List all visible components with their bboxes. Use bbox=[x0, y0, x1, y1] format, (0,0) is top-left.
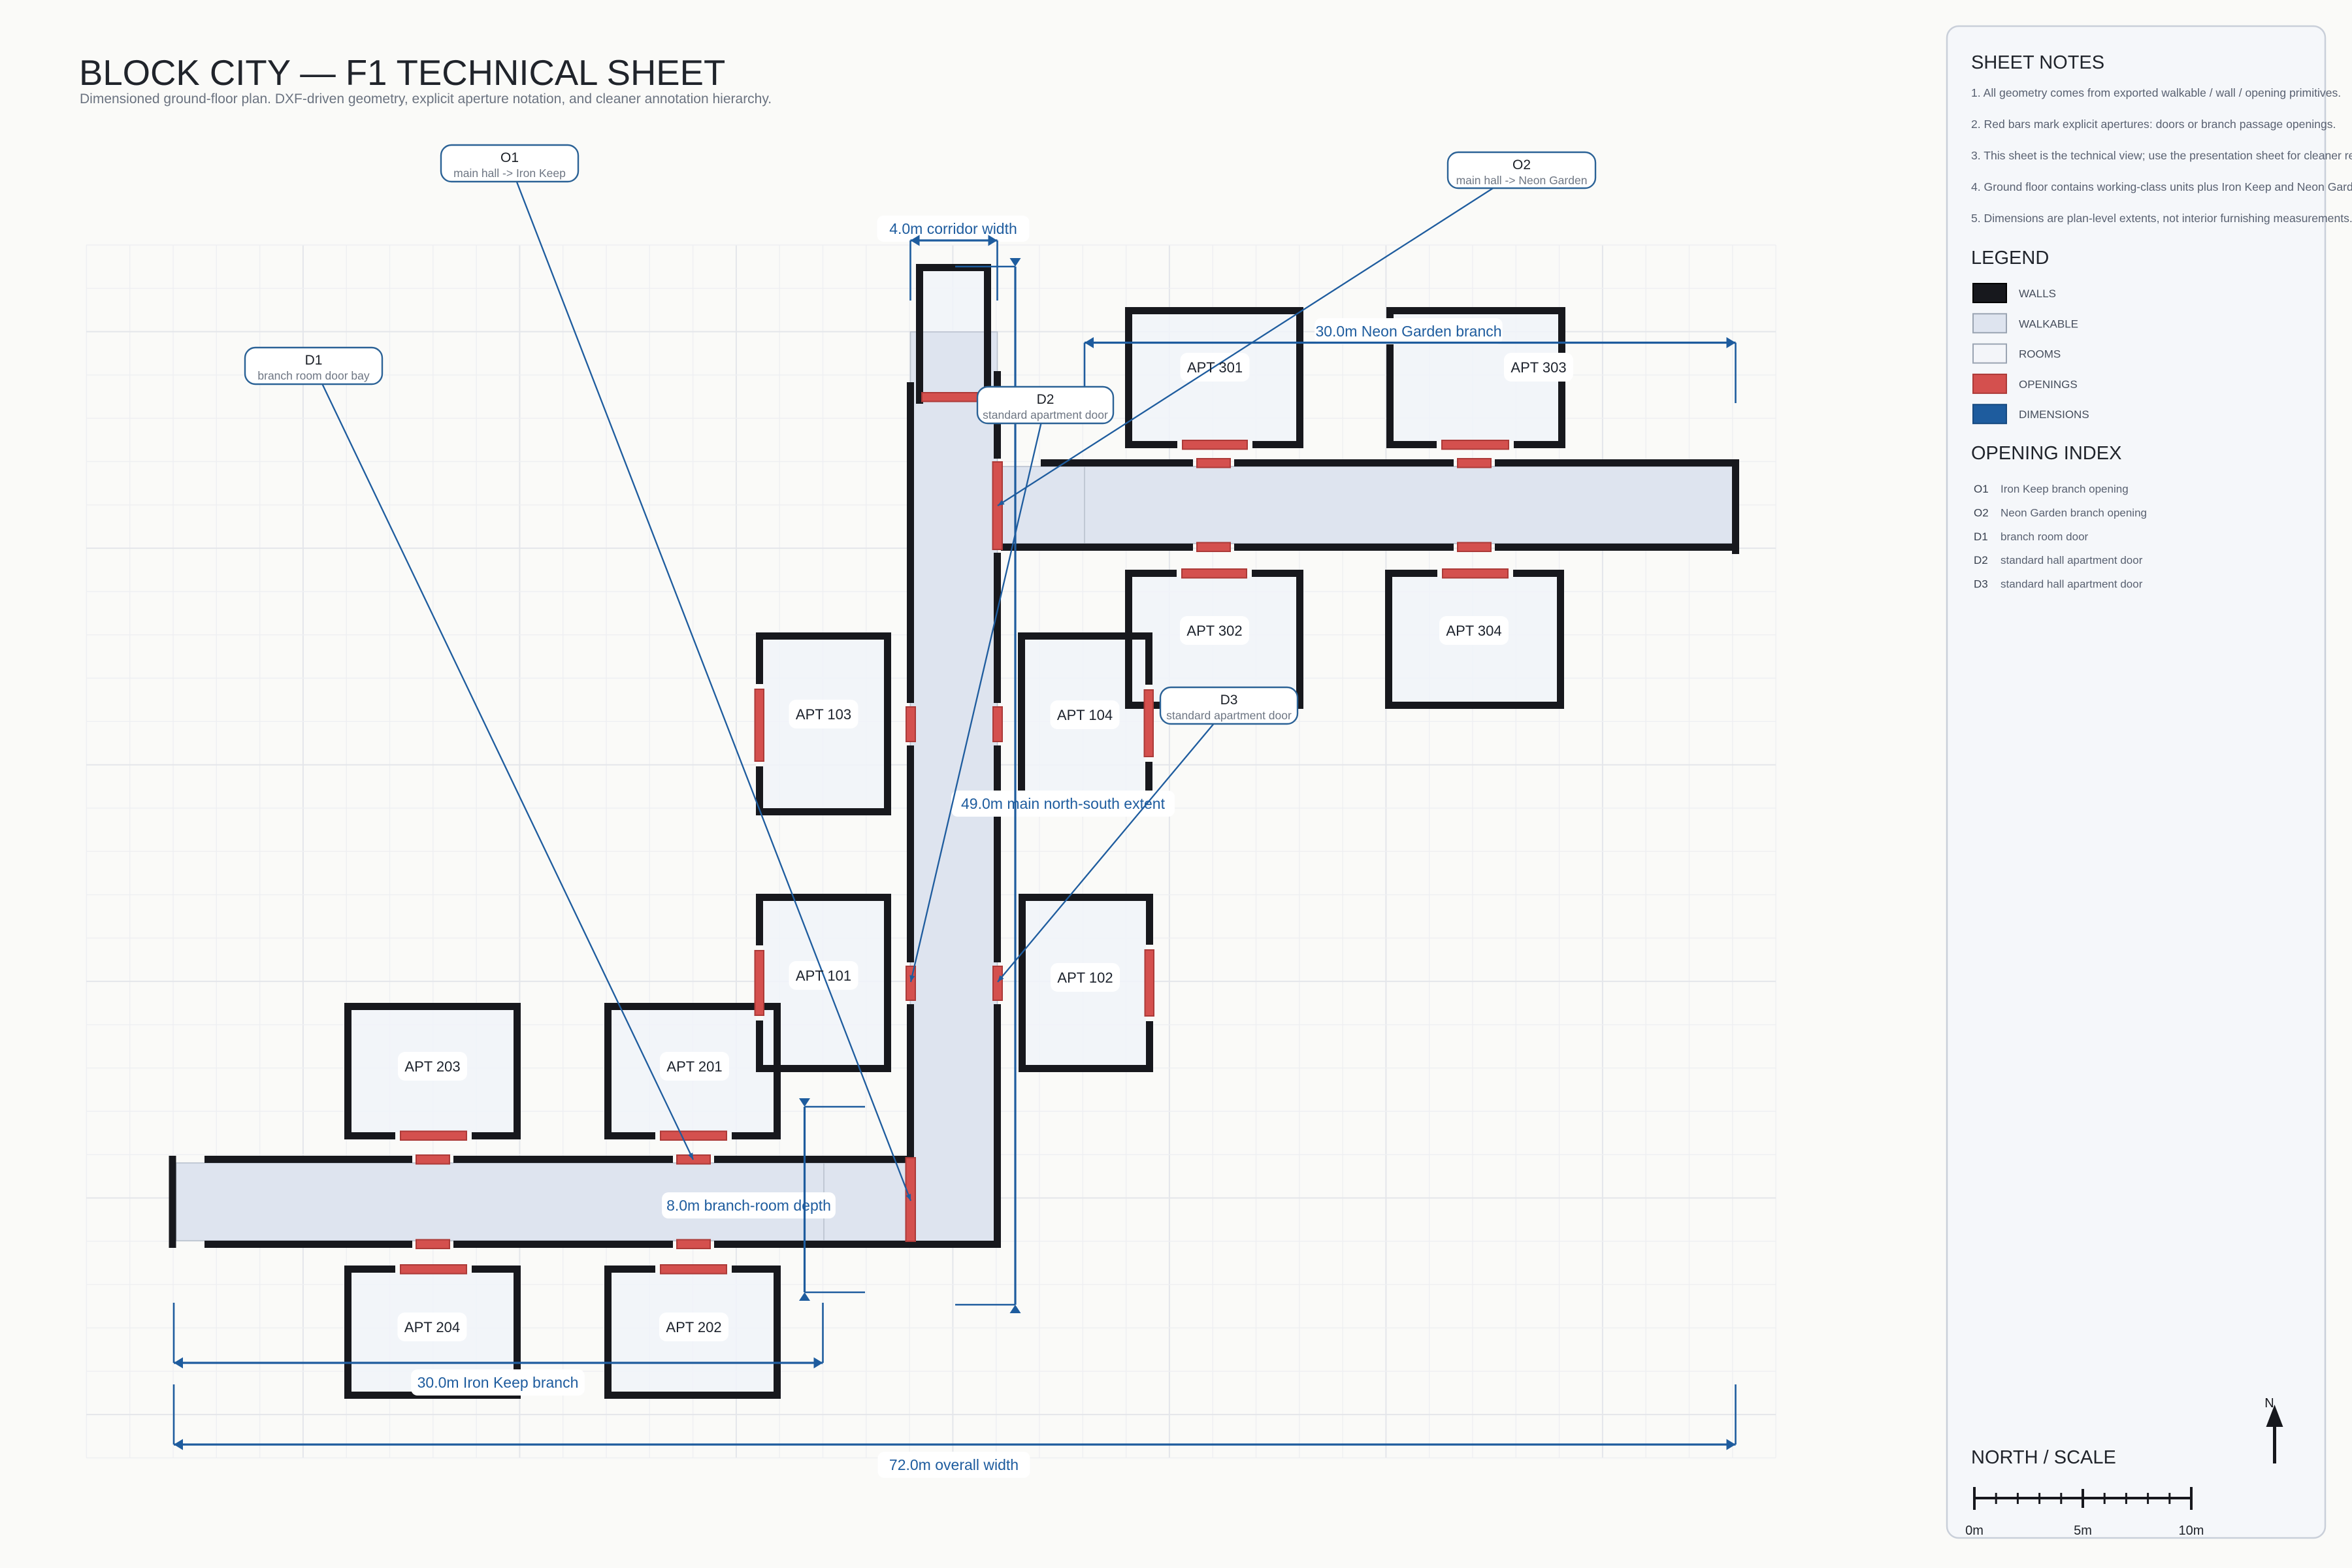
svg-text:standard apartment door: standard apartment door bbox=[983, 408, 1108, 421]
svg-text:LEGEND: LEGEND bbox=[1971, 248, 2049, 269]
svg-text:OPENINGS: OPENINGS bbox=[2019, 378, 2078, 391]
svg-text:APT 302: APT 302 bbox=[1186, 623, 1242, 639]
svg-text:D1: D1 bbox=[1974, 531, 1988, 543]
svg-text:D3: D3 bbox=[1220, 693, 1238, 708]
svg-text:4. Ground floor contains worki: 4. Ground floor contains working-class u… bbox=[1971, 180, 2352, 193]
svg-text:N: N bbox=[2264, 1396, 2274, 1411]
svg-text:D3: D3 bbox=[1974, 578, 1988, 591]
svg-text:WALLS: WALLS bbox=[2019, 287, 2056, 300]
svg-text:NORTH / SCALE: NORTH / SCALE bbox=[1971, 1447, 2116, 1468]
svg-text:3. This sheet is the technical: 3. This sheet is the technical view; use… bbox=[1971, 149, 2352, 162]
svg-text:O1: O1 bbox=[500, 150, 519, 165]
svg-text:branch room door: branch room door bbox=[2001, 531, 2089, 543]
svg-text:APT 204: APT 204 bbox=[404, 1319, 460, 1335]
svg-text:2. Red bars mark explicit aper: 2. Red bars mark explicit apertures: doo… bbox=[1971, 118, 2336, 131]
svg-text:WALKABLE: WALKABLE bbox=[2019, 318, 2078, 330]
svg-text:APT 101: APT 101 bbox=[796, 968, 851, 984]
svg-text:APT 301: APT 301 bbox=[1187, 359, 1243, 376]
svg-text:5m: 5m bbox=[2074, 1524, 2092, 1538]
svg-text:Iron Keep branch opening: Iron Keep branch opening bbox=[2001, 483, 2129, 495]
svg-text:SHEET NOTES: SHEET NOTES bbox=[1971, 52, 2104, 73]
svg-text:30.0m Iron Keep branch: 30.0m Iron Keep branch bbox=[417, 1374, 579, 1391]
svg-text:5. Dimensions are plan-level e: 5. Dimensions are plan-level extents, no… bbox=[1971, 212, 2352, 225]
svg-text:standard hall apartment door: standard hall apartment door bbox=[2001, 578, 2143, 591]
svg-text:1. All geometry comes from exp: 1. All geometry comes from exported walk… bbox=[1971, 86, 2341, 99]
svg-text:49.0m main north-south extent: 49.0m main north-south extent bbox=[961, 795, 1166, 812]
svg-text:APT 104: APT 104 bbox=[1057, 707, 1113, 723]
svg-text:APT 102: APT 102 bbox=[1057, 970, 1113, 986]
svg-text:main hall -> Iron Keep: main hall -> Iron Keep bbox=[453, 167, 566, 180]
svg-text:30.0m Neon Garden branch: 30.0m Neon Garden branch bbox=[1315, 323, 1501, 340]
svg-text:main hall -> Neon Garden: main hall -> Neon Garden bbox=[1456, 174, 1588, 187]
svg-text:D2: D2 bbox=[1037, 392, 1054, 407]
svg-text:10m: 10m bbox=[2179, 1524, 2204, 1538]
svg-text:APT 103: APT 103 bbox=[796, 706, 851, 723]
svg-text:APT 201: APT 201 bbox=[666, 1058, 722, 1075]
svg-text:OPENING INDEX: OPENING INDEX bbox=[1971, 443, 2121, 464]
svg-text:APT 303: APT 303 bbox=[1511, 359, 1566, 376]
svg-text:8.0m branch-room depth: 8.0m branch-room depth bbox=[666, 1197, 831, 1214]
svg-text:O2: O2 bbox=[1974, 506, 1989, 519]
svg-text:4.0m corridor width: 4.0m corridor width bbox=[889, 220, 1017, 237]
svg-text:APT 202: APT 202 bbox=[666, 1319, 721, 1335]
svg-text:Dimensioned ground-floor plan.: Dimensioned ground-floor plan. DXF-drive… bbox=[80, 91, 772, 106]
svg-text:O2: O2 bbox=[1512, 157, 1531, 172]
svg-text:ROOMS: ROOMS bbox=[2019, 348, 2061, 361]
svg-text:branch room door bay: branch room door bay bbox=[257, 369, 369, 382]
svg-text:0m: 0m bbox=[1965, 1524, 1984, 1538]
svg-text:BLOCK CITY — F1 TECHNICAL SHEE: BLOCK CITY — F1 TECHNICAL SHEET bbox=[79, 53, 725, 93]
svg-text:D2: D2 bbox=[1974, 554, 1988, 566]
svg-text:standard apartment door: standard apartment door bbox=[1166, 709, 1292, 722]
svg-text:D1: D1 bbox=[305, 353, 323, 368]
svg-text:DIMENSIONS: DIMENSIONS bbox=[2019, 408, 2089, 421]
svg-text:O1: O1 bbox=[1974, 483, 1989, 495]
svg-text:APT 304: APT 304 bbox=[1446, 623, 1501, 639]
svg-text:72.0m overall width: 72.0m overall width bbox=[889, 1456, 1019, 1473]
svg-text:Neon Garden branch opening: Neon Garden branch opening bbox=[2001, 506, 2147, 519]
svg-text:standard hall apartment door: standard hall apartment door bbox=[2001, 554, 2143, 566]
svg-text:APT 203: APT 203 bbox=[404, 1058, 460, 1075]
